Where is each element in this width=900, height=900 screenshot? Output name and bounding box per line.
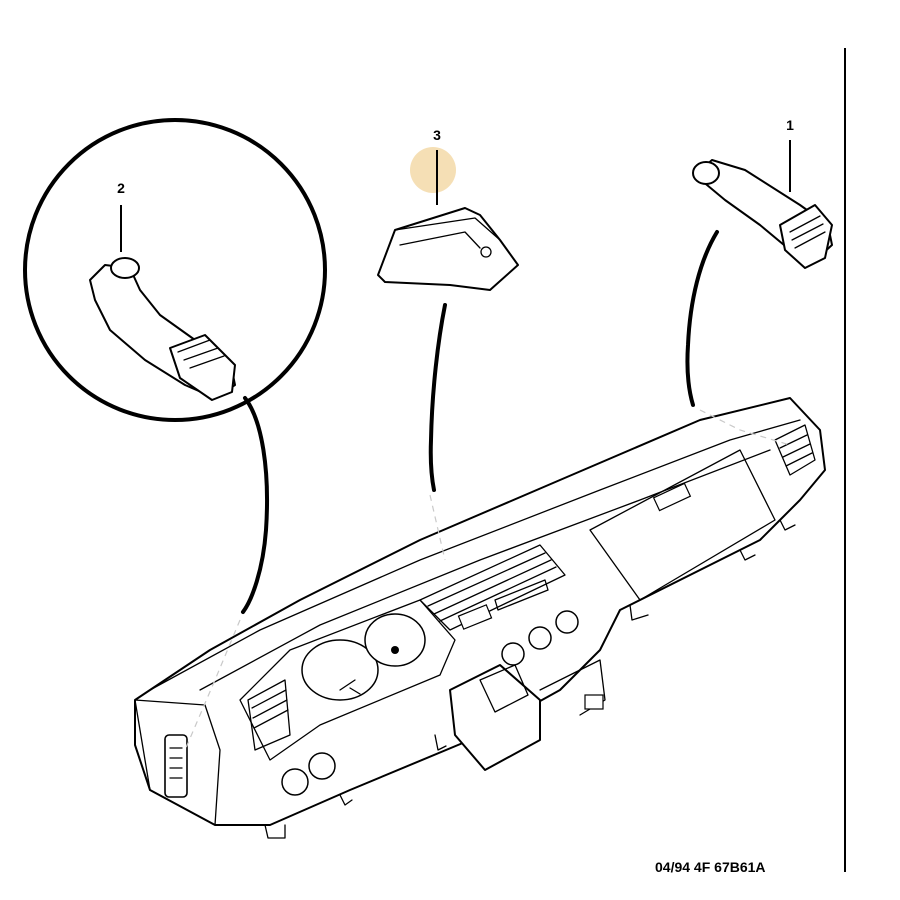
callout-1: 1 [786, 117, 794, 133]
left-knob-1 [281, 768, 309, 796]
part-3-center-cover [377, 207, 519, 291]
hidden-duct-center [429, 494, 446, 561]
detail-circle [23, 118, 327, 422]
tachometer-gauge [364, 613, 426, 667]
part-3-highlight [410, 147, 456, 193]
part-2-left-duct [89, 257, 236, 401]
climate-knob-3 [555, 610, 579, 634]
climate-knob-1 [501, 642, 525, 666]
callout-3: 3 [433, 127, 441, 143]
glovebox-handle [652, 482, 692, 512]
part-1-right-duct [692, 159, 833, 269]
callout-2: 2 [117, 180, 125, 196]
climate-knob-2 [528, 626, 552, 650]
left-knob-2 [308, 752, 336, 780]
glovebox [589, 449, 776, 601]
left-side-vent [164, 734, 188, 798]
dashboard-assembly [134, 397, 826, 839]
leader-1-long [685, 230, 719, 407]
reference-code: 04/94 4F 67B61A [655, 859, 766, 875]
leader-2-long [241, 396, 270, 614]
hidden-duct-right [699, 409, 791, 446]
hidden-duct-left [184, 619, 241, 751]
speedometer-gauge [301, 639, 379, 701]
leader-3-long [428, 303, 447, 492]
